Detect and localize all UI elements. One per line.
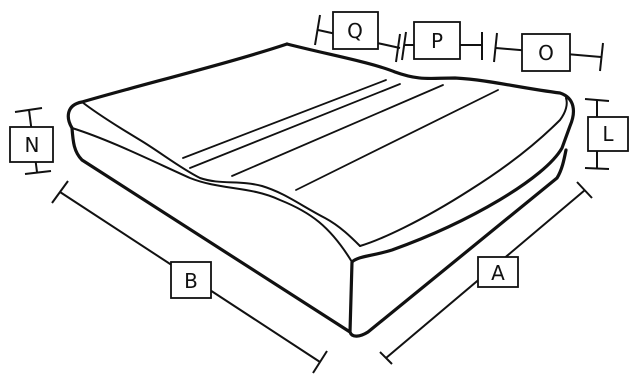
cushion-top-front-edge [81, 101, 361, 247]
dimension-q-tick-start [314, 14, 321, 46]
label-p: P [431, 29, 443, 53]
dimension-o-tick-start [493, 32, 498, 63]
cushion-front-face [71, 127, 353, 263]
label-n-box: N [9, 126, 54, 163]
dimension-p-tick-start [401, 31, 407, 61]
cushion-top-outline [66, 42, 576, 338]
dimension-n-tick-bottom [24, 170, 52, 175]
label-l: L [602, 122, 614, 146]
label-l-box: L [587, 116, 629, 152]
cushion [66, 42, 576, 338]
dimension-b-tick-start [51, 180, 69, 204]
groove-line-4 [295, 89, 499, 191]
groove-line-3 [231, 84, 444, 177]
dimension-a-tick-end [576, 181, 593, 199]
label-q-box: Q [332, 11, 379, 50]
dimension-l-tick-bottom [584, 167, 610, 170]
dimension-n-tick-top [14, 107, 43, 113]
dimension-a-tick-start [379, 351, 393, 365]
label-b: B [184, 269, 198, 293]
dimension-o-tick-end [599, 42, 604, 72]
label-b-box: B [170, 261, 212, 299]
groove-line-1 [182, 79, 387, 159]
dimension-b-tick-end [312, 350, 328, 374]
label-a: A [491, 261, 505, 285]
label-p-box: P [413, 21, 461, 60]
label-o-box: O [521, 33, 571, 72]
label-o: O [538, 41, 554, 65]
label-q: Q [347, 19, 363, 43]
label-a-box: A [477, 256, 519, 288]
groove-line-2 [189, 83, 401, 169]
dimension-l-tick-top [584, 98, 610, 102]
cushion-top-right-edge [359, 97, 568, 247]
dimension-q-tick-end [395, 33, 401, 63]
label-n: N [25, 133, 40, 157]
